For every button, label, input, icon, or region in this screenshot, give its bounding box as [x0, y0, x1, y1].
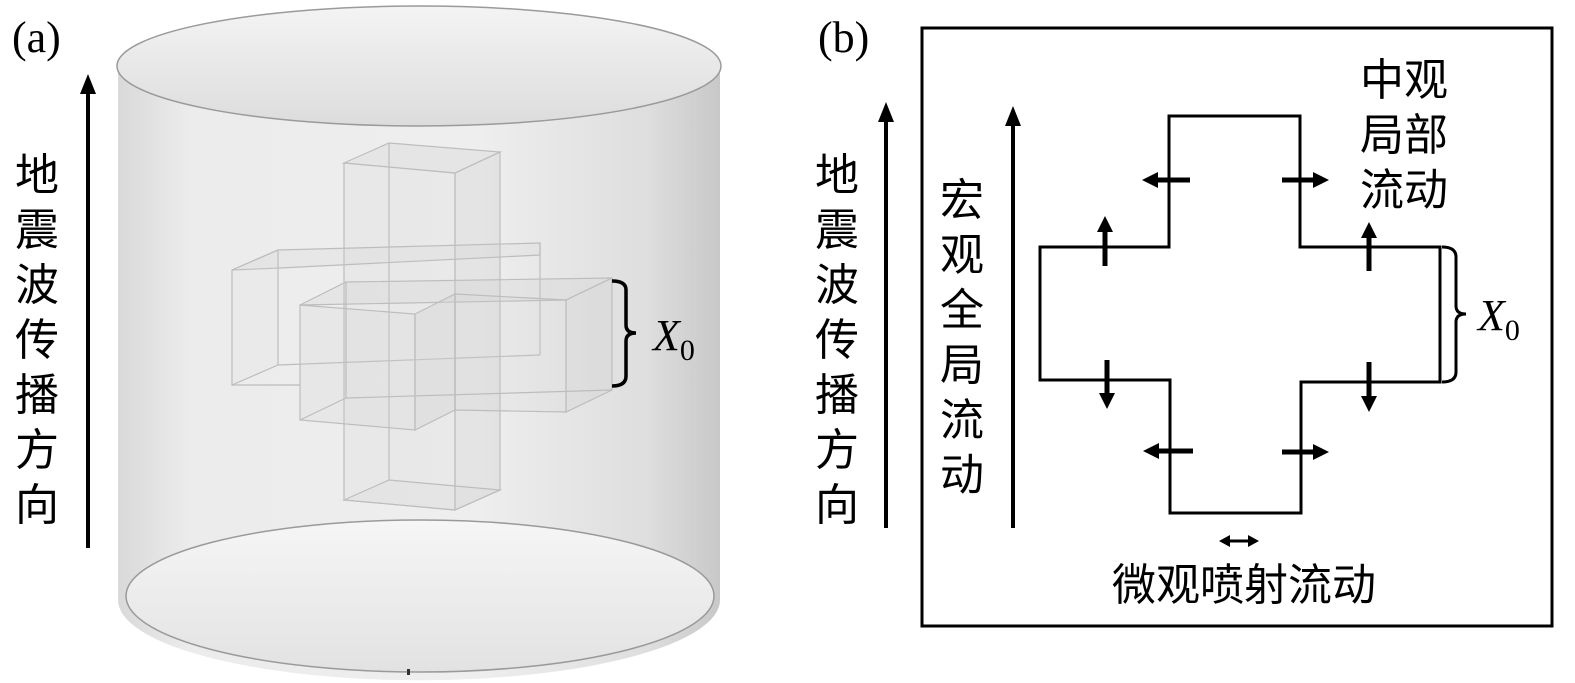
global-flow-label: 宏 观 全 局 流 动: [940, 175, 984, 501]
label-char: 向: [815, 480, 859, 531]
label-char: 播: [15, 370, 59, 421]
label-char: 宏: [940, 175, 984, 226]
label-line: 流动: [1360, 165, 1448, 216]
label-char: 向: [15, 480, 59, 531]
label-char: 波: [15, 260, 59, 311]
arrow-up-icon: [1097, 216, 1113, 266]
wave-direction-arrow-b: [878, 102, 894, 528]
label-char: 方: [15, 425, 59, 476]
cross-pore-outline: [1038, 114, 1442, 515]
panel-b-label: (b): [818, 13, 869, 62]
arrow-right-icon: [1282, 444, 1329, 460]
local-flow-label: 中观 局部 流动: [1360, 55, 1448, 216]
dimension-brace-b: [1441, 245, 1467, 384]
label-char: 动: [940, 450, 984, 501]
arrow-left-icon: [1143, 443, 1193, 459]
wave-direction-arrow: [80, 74, 96, 548]
label-line: 中观: [1360, 55, 1448, 106]
arrow-left-icon: [1142, 172, 1190, 188]
global-flow-arrow: [1005, 106, 1021, 528]
panel-b: (b) 地 震 波 传 播 方 向 宏 观 全 局 流 动: [815, 13, 1554, 628]
squirt-flow-arrow: [1219, 535, 1259, 547]
cylinder-top-cap: [116, 5, 722, 127]
label-char: 地: [815, 150, 859, 201]
arrow-down-icon: [1099, 360, 1115, 409]
panel-b-frame: [920, 26, 1554, 628]
label-char: 全: [940, 285, 984, 336]
label-char: 震: [815, 205, 859, 256]
small-tick: [407, 669, 410, 675]
label-char: 播: [815, 370, 859, 421]
arrow-right-icon: [1282, 172, 1329, 188]
wave-direction-label: 地 震 波 传 播 方 向: [15, 150, 59, 531]
panel-a-label: (a): [12, 13, 61, 62]
label-char: 传: [815, 315, 859, 366]
label-char: 震: [15, 205, 59, 256]
squirt-flow-label: 微观喷射流动: [1112, 560, 1376, 611]
label-char: 传: [15, 315, 59, 366]
rock-cylinder: [116, 5, 722, 681]
cylinder-bottom-cap: [125, 519, 715, 673]
panel-a: (a) 地 震 波 传 播 方 向: [12, 5, 722, 681]
dimension-label: X0: [651, 311, 695, 367]
dimension-brace: [611, 279, 637, 388]
label-line: 局部: [1360, 110, 1448, 161]
label-char: 地: [15, 150, 59, 201]
wave-direction-label-b: 地 震 波 传 播 方 向: [815, 150, 859, 531]
label-char: 波: [815, 260, 859, 311]
label-char: 流: [940, 395, 984, 446]
label-char: 方: [815, 425, 859, 476]
arrow-down-icon: [1361, 362, 1377, 412]
label-char: 局: [940, 340, 984, 391]
arrow-up-icon: [1361, 222, 1377, 271]
cross-pore-3d: [231, 142, 613, 511]
dimension-label-b: X0: [1476, 291, 1520, 347]
local-flow-arrows: [1097, 172, 1377, 460]
label-char: 观: [940, 230, 984, 281]
